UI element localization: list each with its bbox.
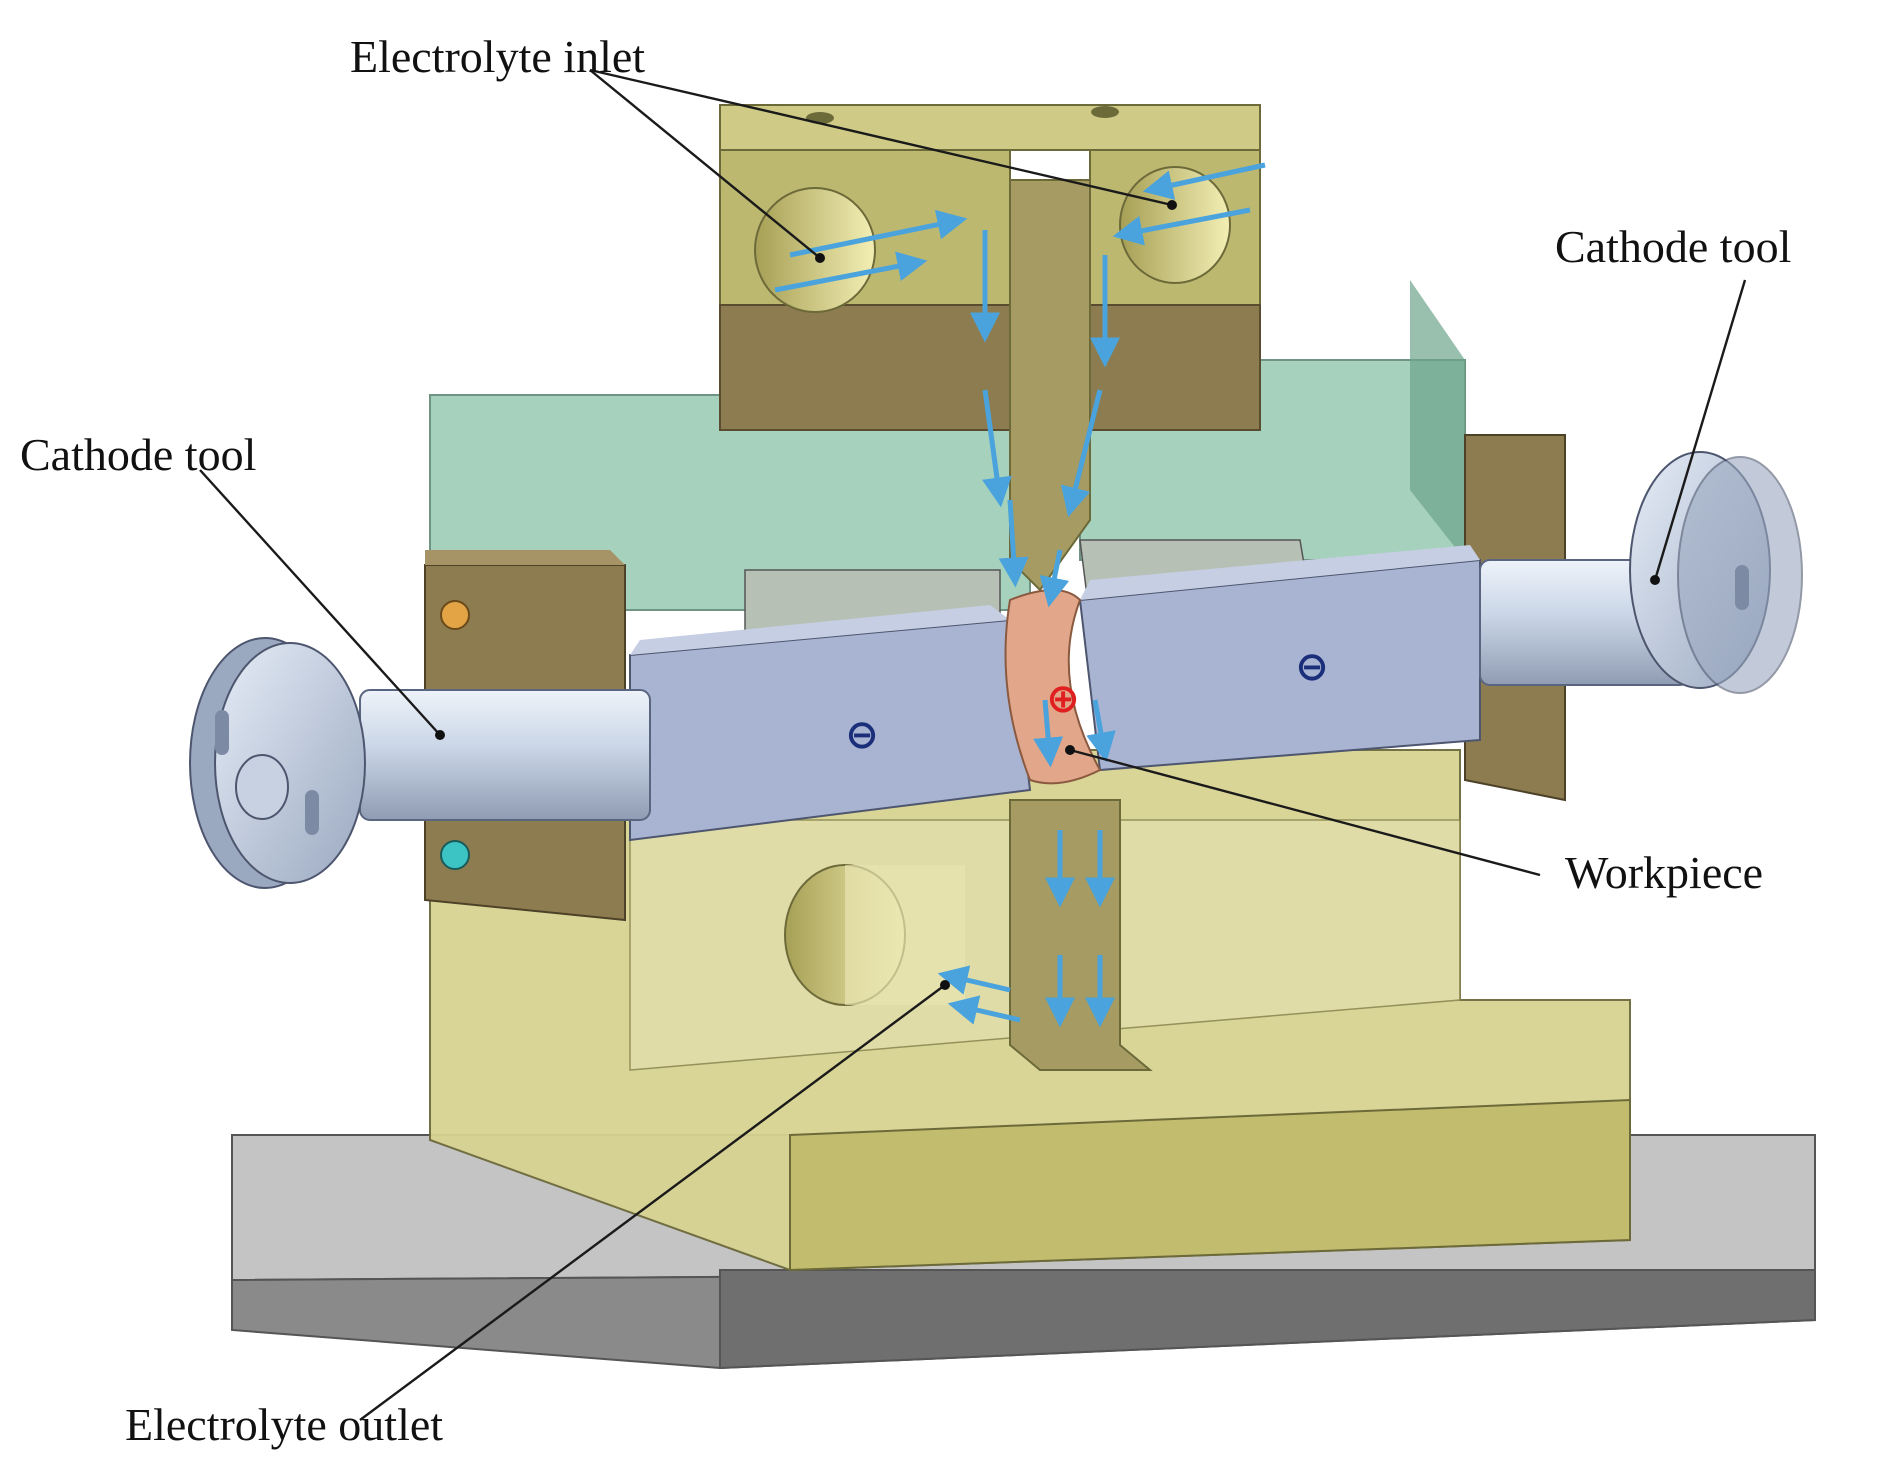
cathode-sign-right: ⊖: [1295, 644, 1329, 690]
cathode-sign-left: ⊖: [845, 712, 879, 758]
cathode-block-right: [1078, 539, 1481, 772]
label-cathode-tool-left: Cathode tool: [20, 429, 256, 480]
label-electrolyte-inlet: Electrolyte inlet: [350, 31, 645, 82]
workpiece: [1004, 589, 1102, 785]
label-workpiece: Workpiece: [1565, 847, 1763, 898]
label-electrolyte-outlet: Electrolyte outlet: [125, 1399, 443, 1450]
leader-lines: [199, 68, 1747, 1421]
leader-dots: [435, 200, 1660, 990]
right-cathode-shaft: [1479, 451, 1803, 694]
anode-sign: ⊕: [1046, 676, 1080, 722]
left-cathode-shaft: [189, 637, 651, 889]
lower-fixture-body: [429, 749, 1631, 1272]
label-cathode-tool-right: Cathode tool: [1555, 221, 1791, 272]
flow-arrows: [774, 162, 1266, 1028]
